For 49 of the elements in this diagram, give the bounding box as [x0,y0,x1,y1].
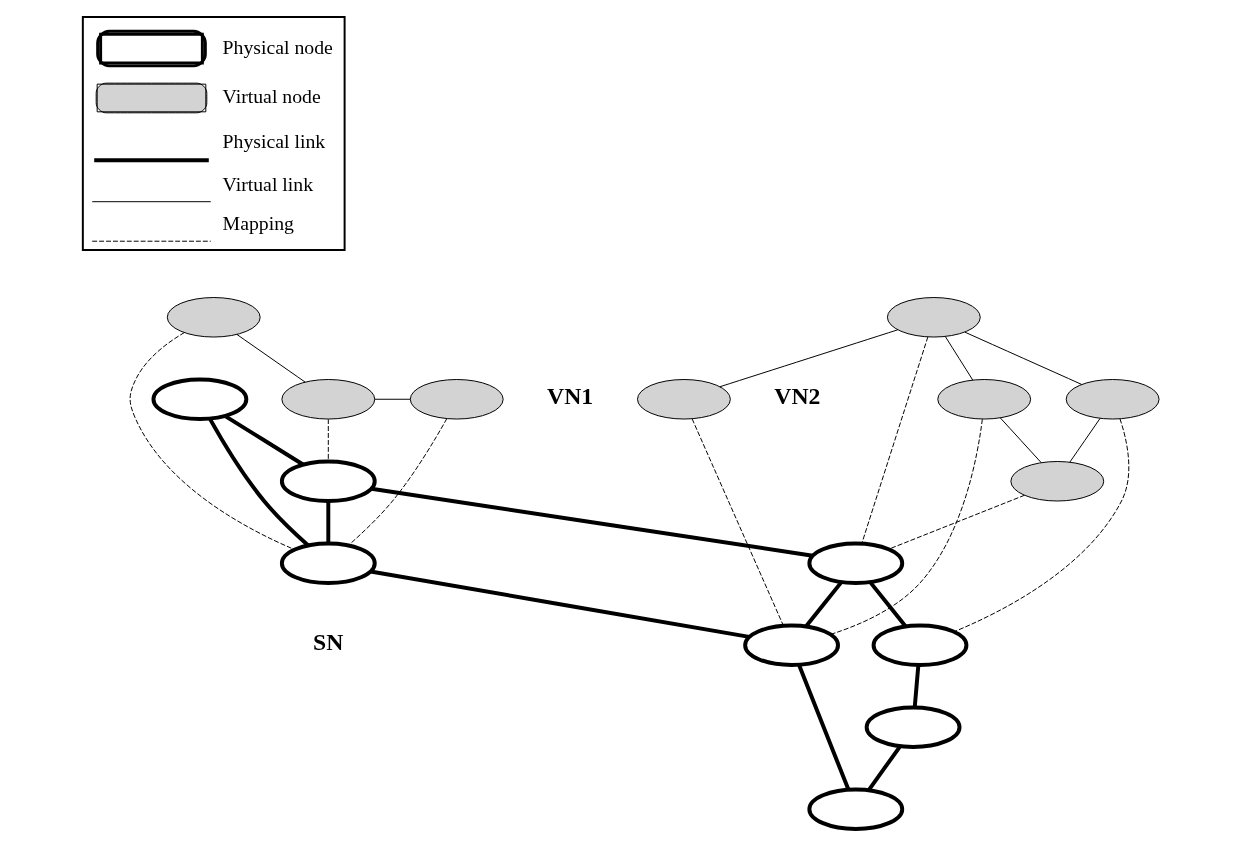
node-ellipse [1010,461,1105,502]
connector [829,418,983,635]
legend-label: Virtual node [222,84,321,107]
node-ellipse [864,705,962,749]
connector [208,417,310,547]
connector [348,418,448,546]
connector [797,664,851,791]
connector [1069,417,1101,463]
connector [945,336,974,381]
connector [964,331,1083,385]
connector [868,581,908,628]
node-ellipse [166,297,261,338]
node-ellipse [409,379,504,420]
connector [804,581,843,628]
node-ellipse [807,541,905,585]
node-ellipse [279,459,377,503]
connector [327,418,329,462]
node-ellipse [637,379,731,420]
node-ellipse [1065,379,1160,420]
connector [224,414,305,467]
connector [867,745,902,792]
connector [912,665,921,708]
connector [888,494,1025,550]
label: SN [313,629,344,656]
label: VN2 [774,383,821,410]
connector [861,336,929,544]
connector [370,569,750,639]
legend-label: Virtual link [222,172,314,195]
connector [953,418,1130,633]
node-ellipse [937,379,1032,420]
connector [326,501,331,544]
node-ellipse [279,541,377,585]
legend-label: Physical node [222,35,333,58]
connector [719,329,899,388]
node-ellipse [807,787,905,831]
node-ellipse [886,297,981,338]
node-ellipse [871,623,969,667]
connector [374,398,411,400]
legend-label: Mapping [222,212,294,235]
connector [691,418,784,627]
connector [999,417,1042,464]
legend-label: Physical link [222,130,326,153]
node-ellipse [151,377,249,421]
node-ellipse [281,379,376,420]
connector [236,333,306,383]
connector [129,332,295,550]
node-ellipse [743,623,840,667]
label: VN1 [547,383,594,410]
connector [371,486,814,558]
